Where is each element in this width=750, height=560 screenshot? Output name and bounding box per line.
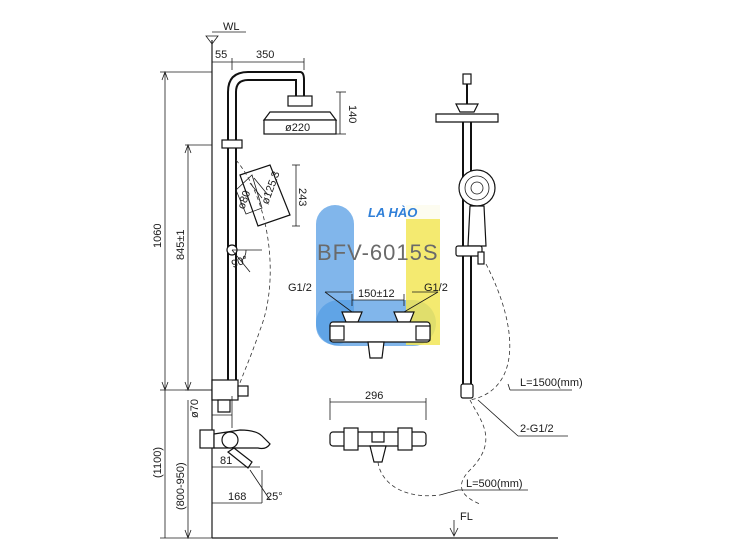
dim-head-height: 140 xyxy=(346,105,358,123)
dim-arm-offset: 55 xyxy=(215,49,227,61)
brand-text: LA HÀO xyxy=(368,205,417,220)
dim-height-800-950: (800-950) xyxy=(175,462,187,510)
dim-slide-height: 845±1 xyxy=(175,229,187,260)
dim-valve-diameter: ø70 xyxy=(189,399,201,418)
dim-total-height: 1060 xyxy=(152,224,164,248)
dim-head-diameter: ø220 xyxy=(285,122,310,134)
mixer-front-view xyxy=(324,291,439,359)
dim-centers: 150±12 xyxy=(358,288,395,300)
dim-angle-90: 90° xyxy=(230,254,250,271)
label-hose-short: L=500(mm) xyxy=(466,478,523,490)
model-text: BFV-6015S xyxy=(317,240,439,265)
dim-mixer-width: 296 xyxy=(365,390,383,402)
label-hose-long: L=1500(mm) xyxy=(520,377,583,389)
dim-hand-small: ø80 xyxy=(236,189,254,211)
side-view xyxy=(160,31,346,540)
dim-angle-25: 25° xyxy=(266,491,283,503)
dim-arm-length: 350 xyxy=(256,49,274,61)
mixer-top-view xyxy=(329,398,441,497)
dim-spout-168: 168 xyxy=(228,491,246,503)
label-g-right: G1/2 xyxy=(424,282,448,294)
wl-label: WL xyxy=(223,21,240,33)
fl-label: FL xyxy=(460,511,473,523)
shower-front-view xyxy=(435,73,511,505)
label-hose-conn: 2-G1/2 xyxy=(520,423,554,435)
dim-height-1100: (1100) xyxy=(152,447,164,478)
dim-spout-81: 81 xyxy=(220,455,232,467)
label-g-left: G1/2 xyxy=(288,282,312,294)
dim-hand-length: 243 xyxy=(296,188,308,206)
